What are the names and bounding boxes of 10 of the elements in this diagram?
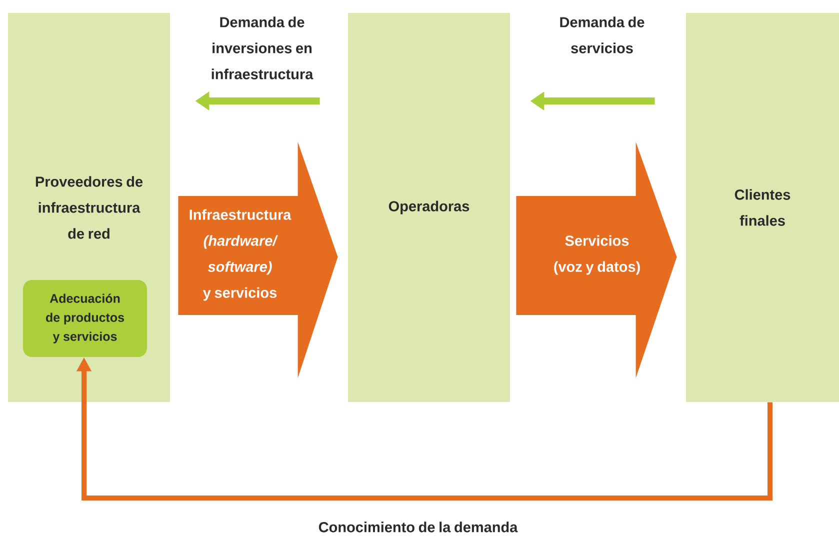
block-arrow [516, 142, 677, 378]
group-box: Adecuación de productos y servicios [23, 280, 147, 357]
block-arrow [178, 142, 338, 378]
edge-label: Demanda de servicios [560, 16, 644, 54]
edge-label: Demanda de inversiones en infraestructura [212, 16, 314, 80]
edge-label: Infraestructura (hardware/ software) y servicios [190, 209, 292, 301]
column-box: Clientes finales [686, 13, 839, 402]
edge-label: Conocimiento de la demanda [318, 522, 518, 532]
column-box: Operadoras [348, 13, 510, 402]
edge-label: Servicios (voz y datos) [554, 235, 640, 275]
